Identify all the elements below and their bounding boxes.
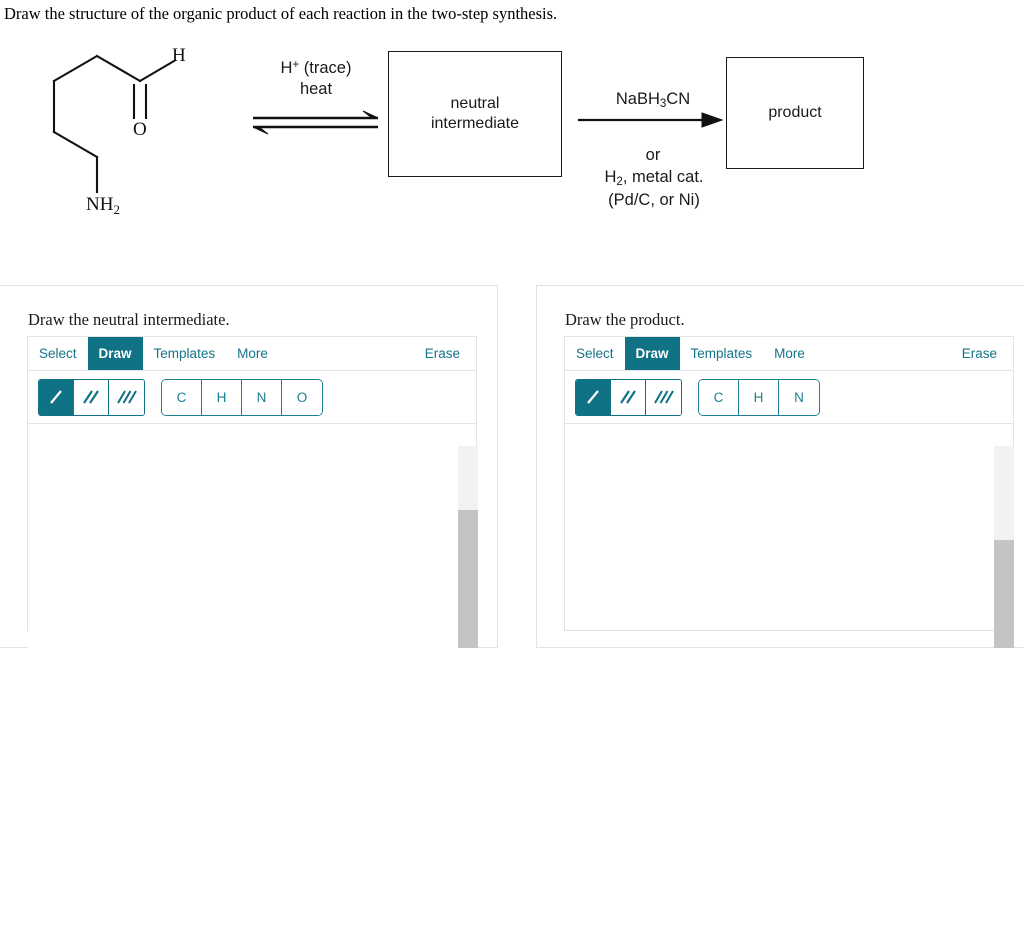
hydrogen-subscript: 2 (616, 175, 623, 188)
menubar-spacer (816, 337, 951, 370)
amine-subscript: 2 (113, 201, 120, 217)
menubar-spacer (279, 337, 414, 370)
editor-menubar-product: Select Draw Templates More Erase (565, 337, 1013, 371)
editor-menubar-intermediate: Select Draw Templates More Erase (28, 337, 476, 371)
editor-toolbar-intermediate: C H N O (28, 371, 476, 424)
page-title: Draw the structure of the organic produc… (4, 4, 558, 23)
hydrogen-symbol: H (604, 168, 617, 186)
element-button-c-product[interactable]: C (699, 379, 739, 415)
single-bond-button-product[interactable] (576, 379, 611, 415)
step2-reagent-nabh3cn: NaBH3CN (578, 88, 728, 115)
menu-templates-intermediate[interactable]: Templates (153, 346, 216, 361)
element-button-o-intermediate[interactable]: O (282, 379, 322, 415)
scrollbar-intermediate[interactable] (458, 446, 478, 648)
menu-templates-product[interactable]: Templates (690, 346, 753, 361)
reaction-scheme: H O NH2 H+ (trace) heat NaBH3CN or H2, m… (0, 32, 1024, 242)
bond-tool-group-product (575, 378, 682, 416)
triple-bond-icon (653, 390, 674, 404)
equilibrium-arrow (252, 110, 379, 135)
forward-arrow (578, 112, 724, 128)
nabh3cn-subscript: 3 (659, 97, 667, 110)
single-bond-button-intermediate[interactable] (39, 379, 74, 415)
element-tool-group-intermediate: C H N O (161, 378, 323, 416)
editor-toolbar-product: C H N (565, 371, 1013, 424)
menu-draw-product[interactable]: Draw (624, 337, 680, 370)
reaction-scheme-drawing (52, 54, 724, 194)
intermediate-label-line2: intermediate (430, 115, 520, 132)
menu-erase-intermediate[interactable]: Erase (424, 346, 460, 361)
question-product: Draw the product. (565, 310, 685, 329)
acid-qualifier: (trace) (299, 59, 352, 78)
step1-condition-heat: heat (299, 80, 333, 98)
nabh3cn-suffix: CN (666, 90, 691, 108)
neutral-intermediate-box: neutral intermediate (388, 51, 562, 177)
double-bond-button-product[interactable] (611, 379, 646, 415)
single-bond-icon (50, 390, 62, 404)
menu-erase-product[interactable]: Erase (961, 346, 997, 361)
answer-panel-product: Draw the product. Select Draw Templates … (536, 285, 1024, 648)
step2-alt-reagent-hydrogen: H2, metal cat. (568, 166, 740, 193)
step2-catalyst: (Pd/C, or Ni) (608, 191, 700, 209)
triple-bond-icon (116, 390, 137, 404)
element-button-h-product[interactable]: H (739, 379, 779, 415)
menu-more-intermediate[interactable]: More (237, 346, 268, 361)
bond-tool-group-intermediate (38, 378, 145, 416)
menu-select-product[interactable]: Select (576, 346, 614, 361)
product-label: product (768, 104, 822, 121)
step1-condition-acid: H+ (trace) (253, 54, 379, 79)
nabh3cn-prefix: NaBH (615, 90, 660, 108)
amine-group-label: NH2 (86, 195, 120, 219)
intermediate-label-line1: neutral (450, 95, 500, 112)
neutral-intermediate-label: neutral intermediate (431, 94, 519, 134)
question-intermediate: Draw the neutral intermediate. (28, 310, 230, 329)
single-bond-icon (587, 390, 599, 404)
step2-alternative-connector: or (645, 146, 661, 164)
product-box: product (726, 57, 864, 169)
answer-panel-intermediate: Draw the neutral intermediate. Select Dr… (0, 285, 498, 934)
double-bond-icon (83, 390, 99, 404)
reactant-skeleton (52, 54, 176, 194)
amine-nh-text: NH (86, 194, 114, 215)
scrollbar-product[interactable] (994, 446, 1014, 648)
element-tool-group-product: C H N (698, 378, 820, 416)
element-button-c-intermediate[interactable]: C (162, 379, 202, 415)
drawing-canvas-intermediate[interactable] (28, 433, 458, 934)
menu-more-product[interactable]: More (774, 346, 805, 361)
double-bond-icon (620, 390, 636, 404)
aldehyde-hydrogen-label: H (172, 45, 186, 66)
element-button-h-intermediate[interactable]: H (202, 379, 242, 415)
scrollbar-thumb-intermediate[interactable] (458, 510, 478, 648)
acid-symbol: H (280, 59, 293, 78)
triple-bond-button-product[interactable] (646, 379, 681, 415)
acid-charge: + (292, 59, 300, 71)
menu-draw-intermediate[interactable]: Draw (87, 337, 143, 370)
carbonyl-oxygen-label: O (133, 119, 147, 140)
triple-bond-button-intermediate[interactable] (109, 379, 144, 415)
menu-select-intermediate[interactable]: Select (39, 346, 77, 361)
element-button-n-intermediate[interactable]: N (242, 379, 282, 415)
double-bond-button-intermediate[interactable] (74, 379, 109, 415)
molecule-editor-product[interactable]: Select Draw Templates More Erase (564, 336, 1014, 631)
scrollbar-thumb-product[interactable] (994, 540, 1014, 648)
metal-cat-text: , metal cat. (622, 168, 704, 186)
element-button-n-product[interactable]: N (779, 379, 819, 415)
